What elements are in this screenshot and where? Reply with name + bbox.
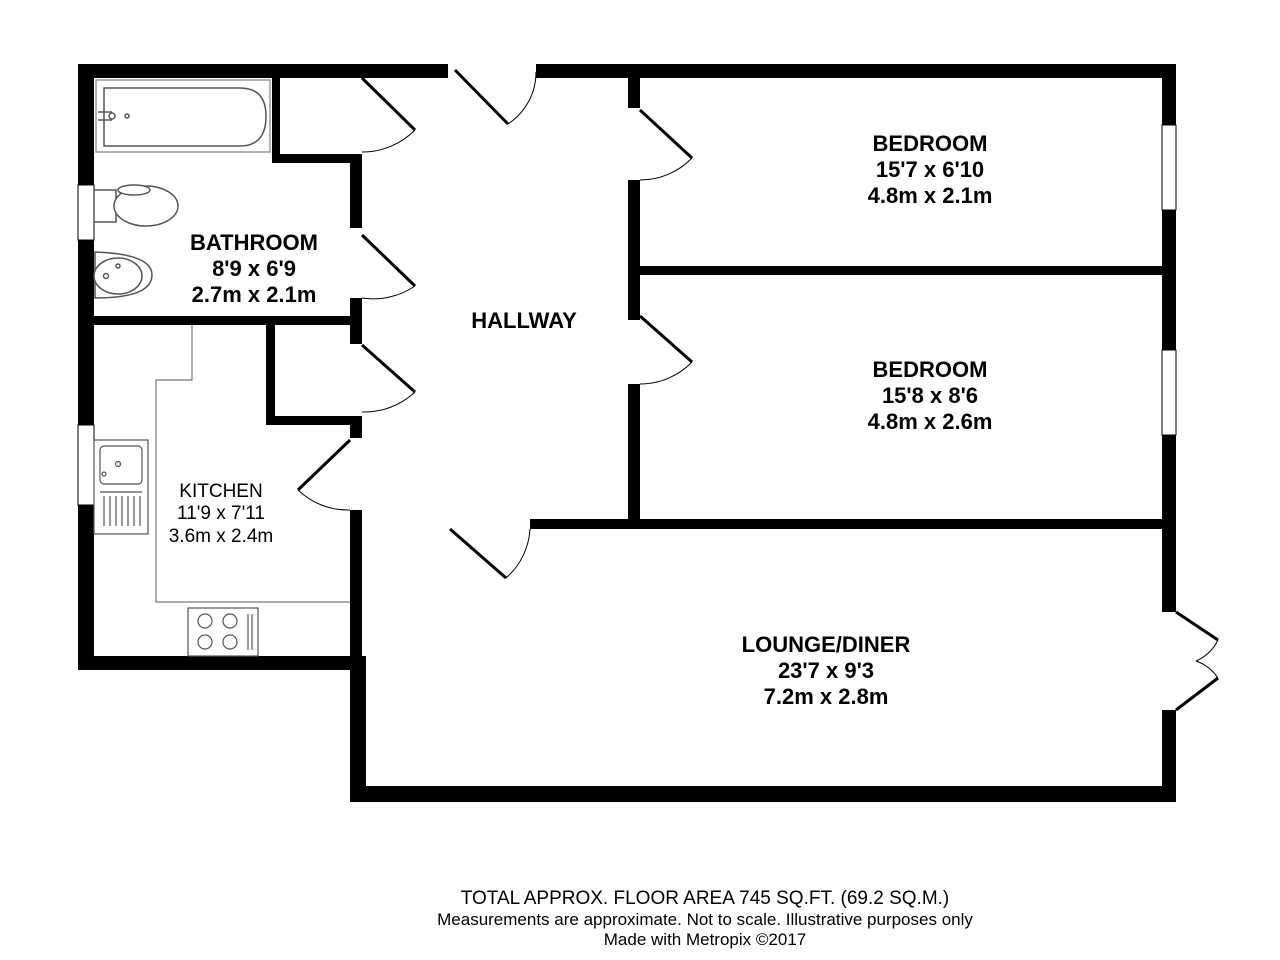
bathroom-metric-size: 2.7m x 2.1m — [191, 281, 317, 307]
bedroom1-window — [1161, 124, 1177, 211]
bathroom-window — [77, 184, 95, 241]
bedroom2-door — [639, 314, 693, 385]
toilet — [93, 184, 179, 227]
bathtub — [95, 79, 271, 153]
kitchen-sink — [93, 439, 149, 535]
total-floor-area: TOTAL APPROX. FLOOR AREA 745 SQ.FT. (69.… — [460, 888, 950, 909]
entrance-door — [453, 68, 537, 126]
kitchen-window — [77, 424, 95, 506]
lounge-french-doors — [1175, 610, 1219, 712]
lounge-label: LOUNGE/DINER 23'7 x 9'3 7.2m x 2.8m — [700, 632, 952, 710]
kitchen-cupboard-door — [361, 343, 416, 413]
bathroom-name: BATHROOM — [190, 230, 318, 255]
wash-basin — [93, 251, 153, 299]
kitchen-fixtures — [93, 325, 350, 657]
interior-walls — [94, 78, 1162, 660]
cooker — [187, 607, 259, 657]
bedroom1-imperial-size: 15'7 x 6'10 — [875, 156, 985, 182]
bedroom2-imperial-size: 15'8 x 8'6 — [881, 382, 979, 408]
kitchen-label: KITCHEN 11'9 x 7'11 3.6m x 2.4m — [124, 481, 318, 548]
bedroom2-window — [1161, 349, 1177, 436]
bathroom-imperial-size: 8'9 x 6'9 — [212, 255, 296, 281]
kitchen-name: KITCHEN — [179, 481, 263, 502]
lounge-door — [449, 527, 531, 580]
kitchen-imperial-size: 11'9 x 7'11 — [177, 503, 265, 525]
bathroom-fixtures — [93, 79, 271, 299]
bedroom1-name: BEDROOM — [872, 131, 988, 156]
bath-cupboard-door — [360, 76, 417, 153]
bedroom1-metric-size: 4.8m x 2.1m — [867, 182, 993, 208]
lounge-imperial-size: 23'7 x 9'3 — [777, 657, 875, 683]
bathroom-door — [360, 233, 417, 300]
bedroom2-name: BEDROOM — [872, 357, 988, 382]
hallway-name: HALLWAY — [471, 308, 577, 333]
kitchen-door — [296, 438, 352, 511]
doors — [296, 68, 1219, 712]
bedroom1-label: BEDROOM 15'7 x 6'10 4.8m x 2.1m — [820, 131, 1040, 209]
bedroom1-door — [638, 108, 694, 181]
footer: TOTAL APPROX. FLOOR AREA 745 SQ.FT. (69.… — [0, 888, 1280, 950]
credit: Made with Metropix ©2017 — [603, 930, 807, 949]
lounge-name: LOUNGE/DINER — [741, 632, 911, 657]
lounge-metric-size: 7.2m x 2.8m — [763, 683, 889, 709]
bathroom-label: BATHROOM 8'9 x 6'9 2.7m x 2.1m — [144, 230, 364, 308]
hallway-label: HALLWAY — [424, 308, 624, 334]
kitchen-metric-size: 3.6m x 2.4m — [168, 525, 274, 547]
disclaimer: Measurements are approximate. Not to sca… — [437, 910, 973, 929]
windows — [77, 124, 1177, 506]
bedroom2-metric-size: 4.8m x 2.6m — [867, 408, 993, 434]
bedroom2-label: BEDROOM 15'8 x 8'6 4.8m x 2.6m — [820, 357, 1040, 435]
worktop-outline — [155, 325, 350, 603]
